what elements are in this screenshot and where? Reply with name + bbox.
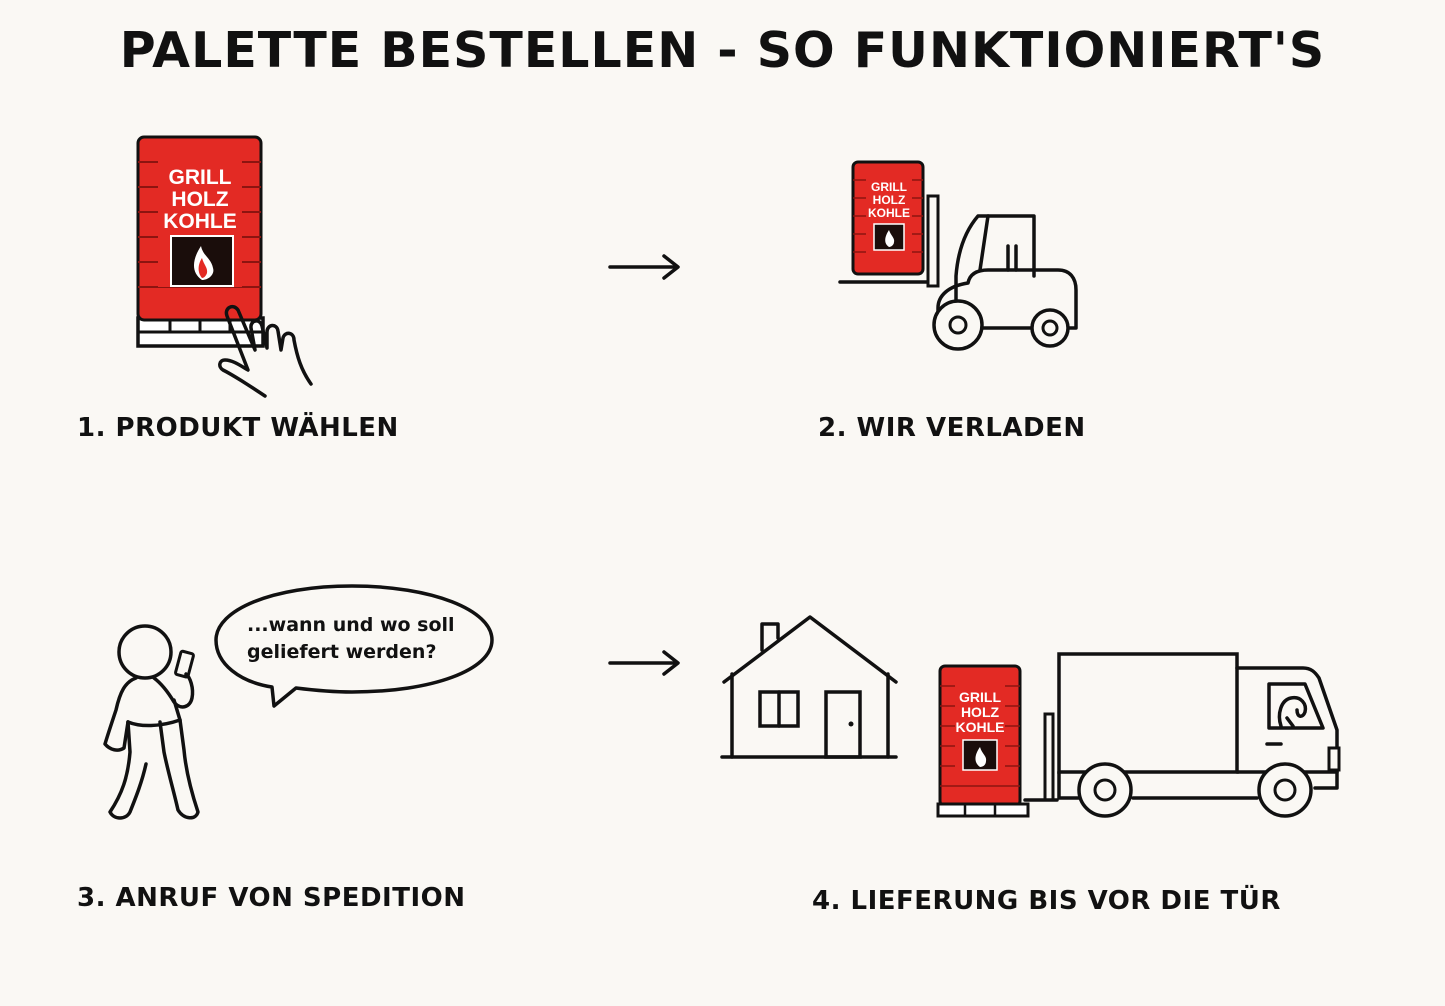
arrow-right-icon [608, 650, 680, 676]
pallet-bag-icon: GRILL HOLZ KOHLE [136, 135, 265, 348]
truck-icon: GRILL HOLZ KOHLE [936, 652, 1341, 818]
logo-line-1: GRILL [169, 166, 232, 189]
step-3-label: 3. ANRUF VON SPEDITION [77, 883, 466, 913]
logo-line-3: KOHLE [956, 719, 1005, 735]
logo-line-3: KOHLE [868, 206, 910, 220]
logo-line-2: HOLZ [873, 193, 906, 207]
speech-line-1: ...wann und wo soll [247, 614, 455, 636]
step-2-label: 2. WIR VERLADEN [818, 413, 1086, 443]
pointing-hand-icon [218, 304, 313, 398]
step-1-label: 1. PRODUKT WÄHLEN [77, 413, 399, 443]
step-4-label: 4. LIEFERUNG BIS VOR DIE TÜR [812, 886, 1281, 916]
speech-bubble-icon [214, 584, 494, 708]
logo-line-2: HOLZ [171, 188, 228, 211]
speech-line-2: geliefert werden? [247, 641, 437, 663]
logo-line-2: HOLZ [961, 704, 1000, 720]
page-title: PALETTE BESTELLEN - SO FUNKTIONIERT'S [119, 22, 1326, 79]
speech-bubble-text: ...wann und wo soll geliefert werden? [247, 612, 455, 666]
logo-line-3: KOHLE [163, 210, 237, 233]
house-icon [720, 615, 898, 759]
logo-line-1: GRILL [959, 689, 1001, 705]
forklift-icon: GRILL HOLZ KOHLE [838, 160, 1078, 351]
stick-figure-phone-icon [103, 624, 200, 820]
arrow-right-icon [608, 254, 680, 280]
logo-line-1: GRILL [871, 180, 907, 194]
